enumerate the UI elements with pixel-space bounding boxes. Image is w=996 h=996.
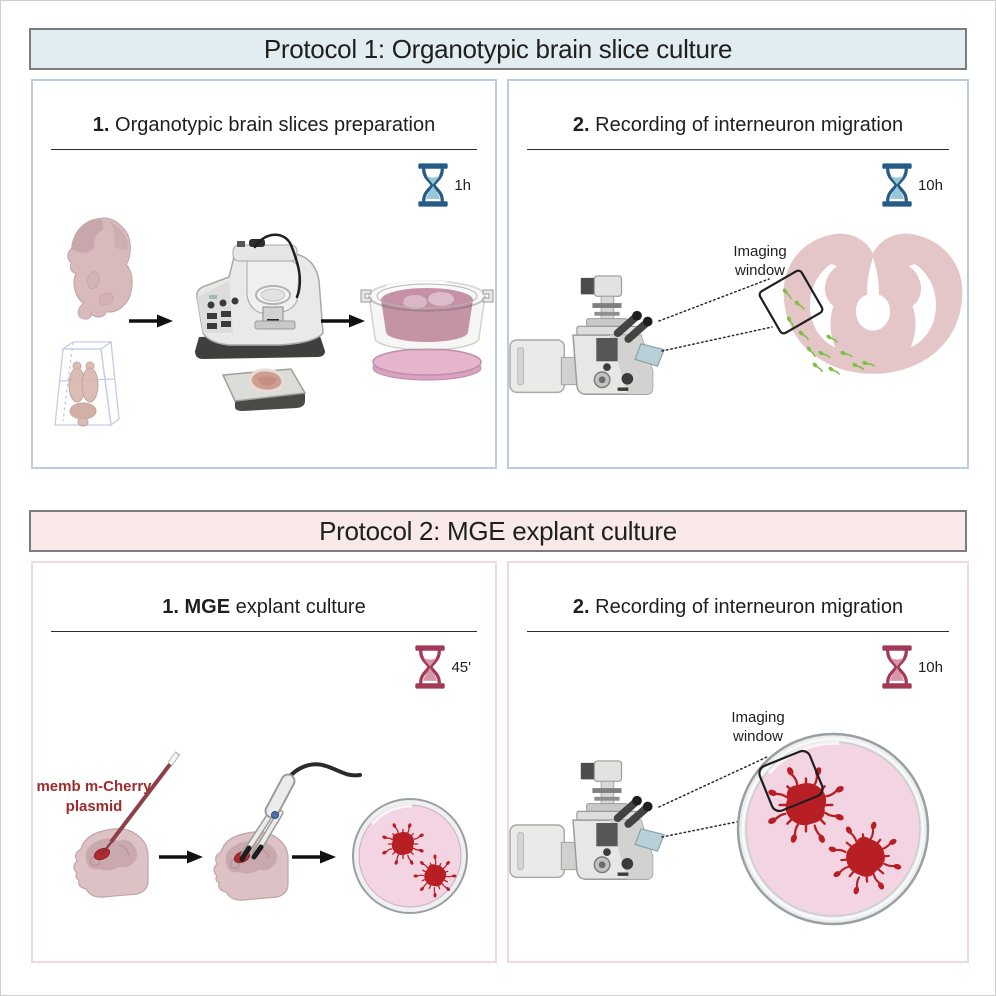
hourglass-1h: 1h (416, 159, 471, 211)
step2-title: 2. Recording of interneuron migration (572, 596, 904, 618)
panel-protocol2-step2: 2. Recording of interneuron migration 10… (507, 561, 969, 963)
protocol1-title: Protocol 1: Organotypic brain slice cult… (263, 33, 733, 64)
arrow-icon (127, 312, 175, 330)
hourglass-10h: 10h (880, 641, 943, 693)
protocol1-header: Protocol 1: Organotypic brain slice cult… (29, 28, 967, 70)
title-divider (51, 149, 477, 150)
imaging-window-frame (758, 749, 824, 813)
hourglass-45min: 45' (413, 641, 471, 693)
duration-label: 10h (917, 658, 943, 676)
panel12-illustration (509, 233, 963, 467)
injection-pipette-icon (101, 751, 181, 855)
arrow-icon (157, 848, 205, 866)
panel22-illustration (509, 732, 930, 926)
panel-protocol1-step1: 1. Organotypic brain slices preparation … (31, 79, 497, 469)
panel21-illustration (73, 751, 468, 914)
confocal-microscope-icon (510, 761, 664, 879)
protocol2-header: Protocol 2: MGE explant culture (29, 510, 967, 552)
panel11-illustration (54, 217, 494, 427)
duration-label: 1h (454, 176, 471, 194)
panel-protocol1-step2: 2. Recording of interneuron migration 10… (507, 79, 969, 469)
vibratome-icon (195, 233, 325, 359)
duration-label: 45' (451, 658, 471, 676)
arrow-icon (290, 848, 338, 866)
step1-title: 1. Organotypic brain slices preparation (92, 114, 436, 136)
explant-dish-large-icon (736, 732, 930, 926)
slice-culture-dish-icon (360, 280, 494, 381)
step1-title: 1. MGE explant culture (162, 596, 366, 618)
brain-slice-icon (783, 233, 963, 374)
mouse-embryo-icon (67, 217, 133, 320)
arrow-icon (319, 312, 367, 330)
panel-protocol2-step1: 1. MGE explant culture 45' memb m-Cherry… (31, 561, 497, 963)
imaging-window-label: Imaging window (733, 243, 787, 279)
imaging-window-label: Imaging window (731, 709, 785, 745)
title-divider (527, 631, 949, 632)
protocol2-title: Protocol 2: MGE explant culture (319, 515, 677, 546)
brain-slice-pad-icon (221, 368, 307, 411)
title-divider (527, 149, 949, 150)
plasmid-label: memb m-Cherry plasmid (36, 778, 152, 815)
duration-label: 10h (917, 176, 943, 194)
hourglass-10h: 10h (880, 159, 943, 211)
brain-agarose-block-icon (54, 340, 120, 427)
explant-dish-icon (352, 798, 468, 914)
forceps-icon (239, 762, 362, 862)
step2-title: 2. Recording of interneuron migration (572, 114, 904, 136)
title-divider (51, 631, 477, 632)
imaging-window-frame (758, 269, 824, 335)
confocal-microscope-icon (510, 276, 664, 394)
